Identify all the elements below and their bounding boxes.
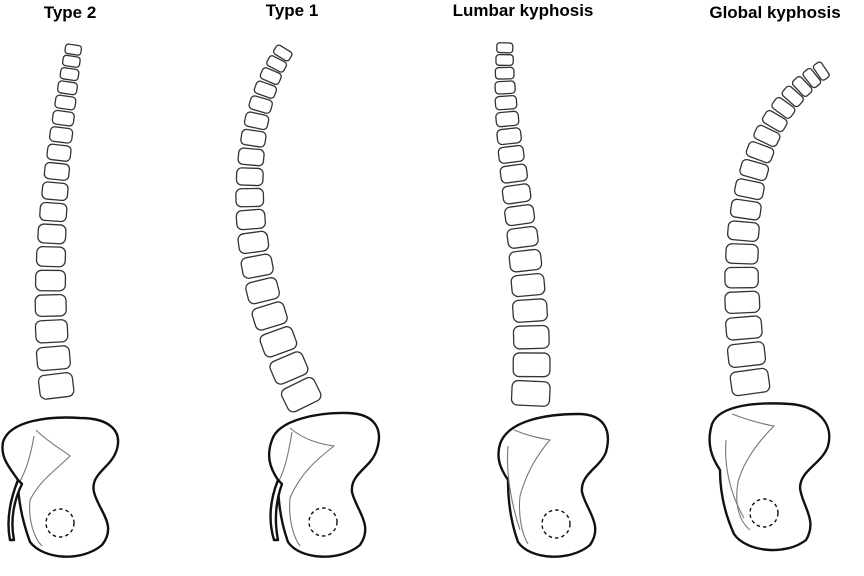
panel-lumbar-kyphosis	[494, 42, 610, 558]
spine-column	[494, 42, 551, 407]
vertebra-4	[253, 80, 278, 99]
vertebra-13	[508, 248, 543, 273]
vertebra-5	[494, 94, 518, 111]
vertebra-15	[724, 290, 761, 315]
vertebra-3	[791, 76, 813, 97]
vertebra-11	[235, 208, 267, 231]
vertebra-17	[35, 345, 71, 372]
panel-title-lumbar-kyphosis: Lumbar kyphosis	[453, 1, 594, 20]
vertebra-17	[726, 341, 767, 369]
vertebra-12	[506, 225, 539, 249]
vertebra-13	[240, 253, 274, 279]
vertebra-18	[280, 376, 322, 413]
vertebra-16	[34, 319, 69, 344]
vertebra-2	[495, 53, 514, 67]
vertebra-9	[43, 161, 71, 181]
vertebra-7	[240, 128, 267, 148]
vertebra-14	[510, 272, 546, 298]
vertebra-8	[46, 143, 72, 162]
vertebra-18	[729, 367, 771, 397]
vertebra-13	[725, 243, 759, 265]
vertebra-4	[56, 80, 79, 96]
vertebra-5	[771, 96, 796, 119]
spine-column	[235, 44, 322, 413]
vertebra-10	[501, 183, 532, 205]
vertebra-14	[34, 269, 67, 292]
vertebra-12	[237, 230, 270, 255]
vertebra-9	[499, 163, 529, 184]
vertebra-12	[726, 220, 760, 243]
vertebra-2	[61, 54, 81, 68]
vertebra-18	[510, 379, 551, 407]
vertebra-17	[269, 351, 309, 385]
vertebra-8	[237, 147, 265, 167]
panel-global-kyphosis	[708, 61, 831, 552]
vertebra-10	[235, 187, 265, 208]
vertebra-18	[37, 372, 75, 400]
spine-column	[724, 61, 830, 397]
vertebra-9	[235, 167, 264, 187]
vertebra-5	[54, 94, 77, 111]
vertebra-13	[35, 245, 67, 268]
pelvis-outline	[497, 412, 610, 558]
vertebra-17	[512, 352, 551, 378]
vertebra-6	[495, 110, 520, 128]
panel-title-global-kyphosis: Global kyphosis	[709, 3, 840, 22]
vertebra-1	[272, 44, 293, 62]
vertebra-14	[245, 277, 280, 305]
vertebra-3	[259, 67, 282, 86]
vertebra-8	[497, 144, 525, 164]
acetabulum-circle	[308, 507, 338, 537]
vertebra-6	[51, 109, 75, 127]
vertebra-15	[511, 298, 549, 323]
vertebra-11	[39, 201, 68, 223]
vertebra-11	[729, 198, 762, 221]
vertebra-15	[34, 293, 67, 318]
vertebra-1	[64, 43, 83, 56]
vertebra-5	[248, 95, 273, 114]
vertebra-7	[753, 124, 781, 148]
panel-title-type-1: Type 1	[266, 1, 319, 20]
vertebra-16	[259, 326, 298, 358]
vertebra-12	[37, 223, 67, 245]
vertebra-6	[243, 111, 270, 131]
vertebra-15	[251, 301, 288, 331]
acetabulum-circle	[749, 498, 779, 528]
vertebra-6	[761, 109, 788, 133]
vertebra-1	[812, 61, 830, 81]
panel-title-type-2: Type 2	[44, 3, 97, 22]
vertebra-8	[745, 141, 775, 164]
pelvis-outline	[708, 402, 831, 552]
vertebra-4	[494, 80, 516, 95]
vertebra-3	[59, 67, 80, 82]
vertebra-10	[733, 178, 765, 201]
vertebra-14	[724, 266, 759, 289]
panel-type-1	[235, 44, 381, 558]
pelvis-outline	[1, 416, 120, 558]
vertebra-7	[48, 126, 74, 144]
pelvis-outline	[267, 411, 381, 558]
panel-type-2	[1, 43, 120, 558]
vertebra-7	[496, 127, 522, 146]
vertebra-10	[41, 181, 69, 202]
vertebra-4	[781, 85, 804, 108]
vertebra-16	[512, 324, 550, 350]
vertebra-16	[725, 315, 763, 341]
vertebra-2	[802, 67, 822, 89]
vertebra-11	[504, 204, 536, 227]
spine-column	[34, 43, 83, 400]
acetabulum-circle	[541, 509, 571, 539]
vertebra-9	[739, 158, 770, 182]
vertebra-2	[266, 55, 288, 73]
vertebra-3	[494, 66, 515, 80]
acetabulum-circle	[45, 508, 75, 538]
vertebra-1	[496, 42, 514, 54]
